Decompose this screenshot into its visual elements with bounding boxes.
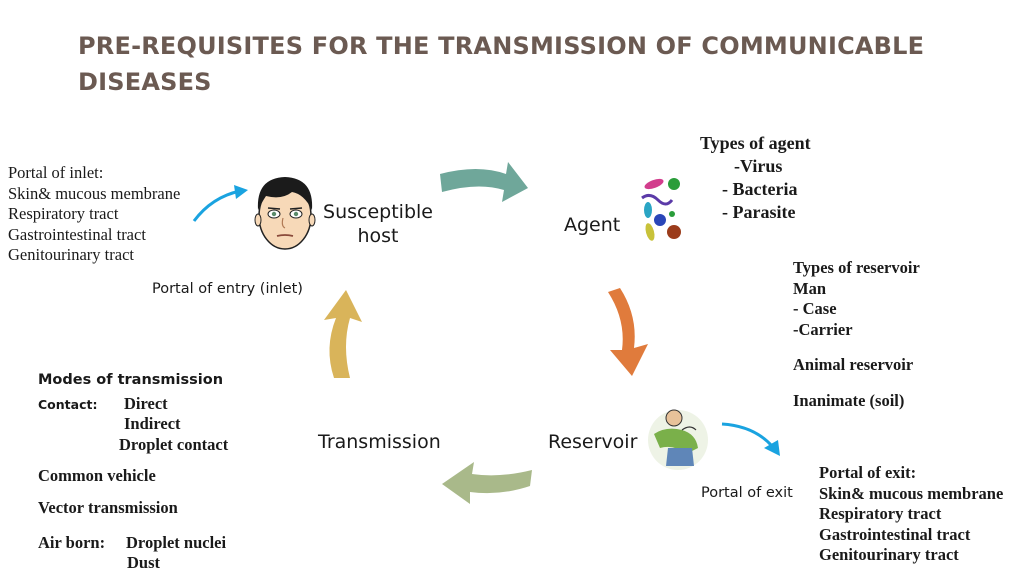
node-susceptible-host-line2: host (357, 225, 399, 247)
face-icon (254, 177, 316, 250)
portal-inlet-item: Gastrointestinal tract (8, 224, 146, 244)
modes-dust: Dust (127, 553, 161, 572)
node-susceptible-host: Susceptible host (320, 200, 436, 248)
modes-indirect: Indirect (124, 414, 181, 433)
title-line-1: PRE-REQUISITES FOR THE TRANSMISSION OF C… (78, 32, 925, 60)
reservoir-types-block: Types of reservoir Man - Case -Carrier A… (793, 258, 920, 411)
reservoir-type-animal: Animal reservoir (793, 355, 914, 374)
node-reservoir: Reservoir (548, 431, 638, 453)
title-line-2: DISEASES (78, 68, 212, 96)
modes-vector: Vector transmission (38, 498, 178, 517)
agent-type-item: - Bacteria (722, 179, 798, 199)
agent-types-heading: Types of agent (700, 133, 811, 153)
portal-exit-item: Respiratory tract (819, 504, 942, 523)
reservoir-type-inanimate: Inanimate (soil) (793, 390, 905, 410)
reservoir-type-carrier: -Carrier (793, 319, 853, 339)
modes-contact-label: Contact: (38, 397, 98, 412)
portal-inlet-heading: Portal of inlet: (8, 163, 104, 182)
portal-inlet-item: Skin& mucous membrane (8, 183, 181, 203)
modes-droplet-nuclei: Droplet nuclei (126, 533, 227, 552)
node-agent: Agent (564, 214, 621, 236)
arrow-reservoir-to-transmission-icon (442, 462, 532, 504)
portal-inlet-block: Portal of inlet: Skin& mucous membrane R… (8, 163, 180, 266)
reservoir-types-heading: Types of reservoir (793, 258, 920, 277)
modes-block: Modes of transmission Contact: Direct In… (38, 372, 298, 572)
portal-exit-block: Portal of exit: Skin& mucous membrane Re… (819, 463, 1003, 566)
modes-direct: Direct (124, 394, 168, 413)
node-susceptible-host-line1: Susceptible (323, 201, 433, 223)
portal-exit-item: Genitourinary tract (819, 545, 959, 564)
agent-type-item: - Parasite (722, 202, 796, 222)
portal-exit-item: Skin& mucous membrane (819, 483, 1004, 503)
portal-inlet-item: Genitourinary tract (8, 245, 134, 264)
arrow-host-to-agent-icon (440, 162, 528, 202)
reservoir-type-man: Man (793, 278, 826, 298)
portal-inlet-item: Respiratory tract (8, 204, 119, 223)
modes-airborne-label: Air born: (38, 533, 106, 552)
exit-pointer-arrow-icon (721, 422, 780, 456)
inlet-pointer-arrow-icon (192, 185, 248, 222)
portal-exit-label: Portal of exit (701, 485, 793, 501)
modes-droplet-contact: Droplet contact (119, 435, 229, 454)
portal-exit-heading: Portal of exit: (819, 463, 917, 482)
arrow-transmission-to-host-icon (324, 290, 362, 378)
node-transmission: Transmission (318, 431, 441, 453)
page-title: PRE-REQUISITES FOR THE TRANSMISSION OF C… (78, 28, 938, 100)
sick-person-icon (648, 409, 708, 470)
arrow-agent-to-reservoir-icon (608, 288, 648, 376)
portal-entry-label: Portal of entry (inlet) (152, 281, 303, 297)
portal-exit-item: Gastrointestinal tract (819, 524, 971, 544)
microbes-icon (641, 178, 681, 241)
modes-heading: Modes of transmission (38, 372, 224, 388)
modes-common-vehicle: Common vehicle (38, 466, 156, 485)
reservoir-type-case: - Case (793, 299, 837, 318)
agent-types-block: Types of agent -Virus - Bacteria - Paras… (700, 132, 811, 224)
agent-type-item: -Virus (734, 156, 783, 176)
